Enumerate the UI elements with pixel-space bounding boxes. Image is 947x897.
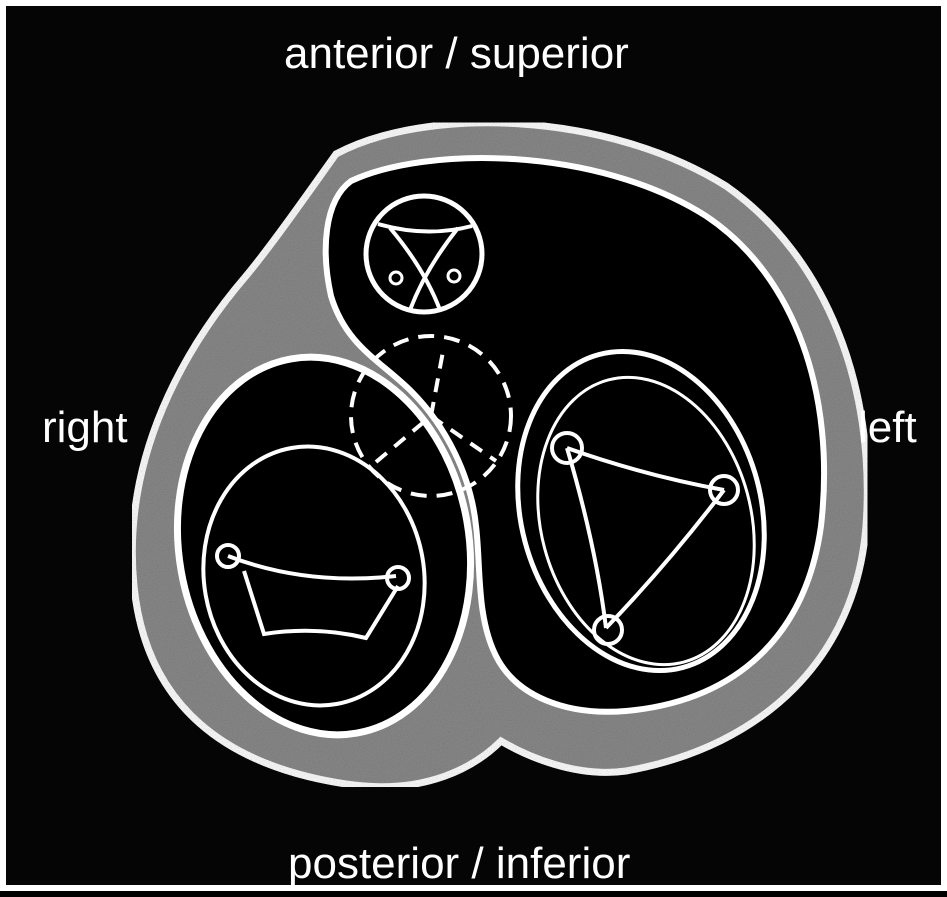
label-right: right <box>42 406 128 450</box>
label-posterior-inferior: posterior / inferior <box>288 842 630 886</box>
label-left: left <box>858 406 917 450</box>
heart-valve-diagram <box>6 6 947 897</box>
label-anterior-superior: anterior / superior <box>284 32 629 76</box>
pulmonary-valve-annulus <box>366 196 482 312</box>
